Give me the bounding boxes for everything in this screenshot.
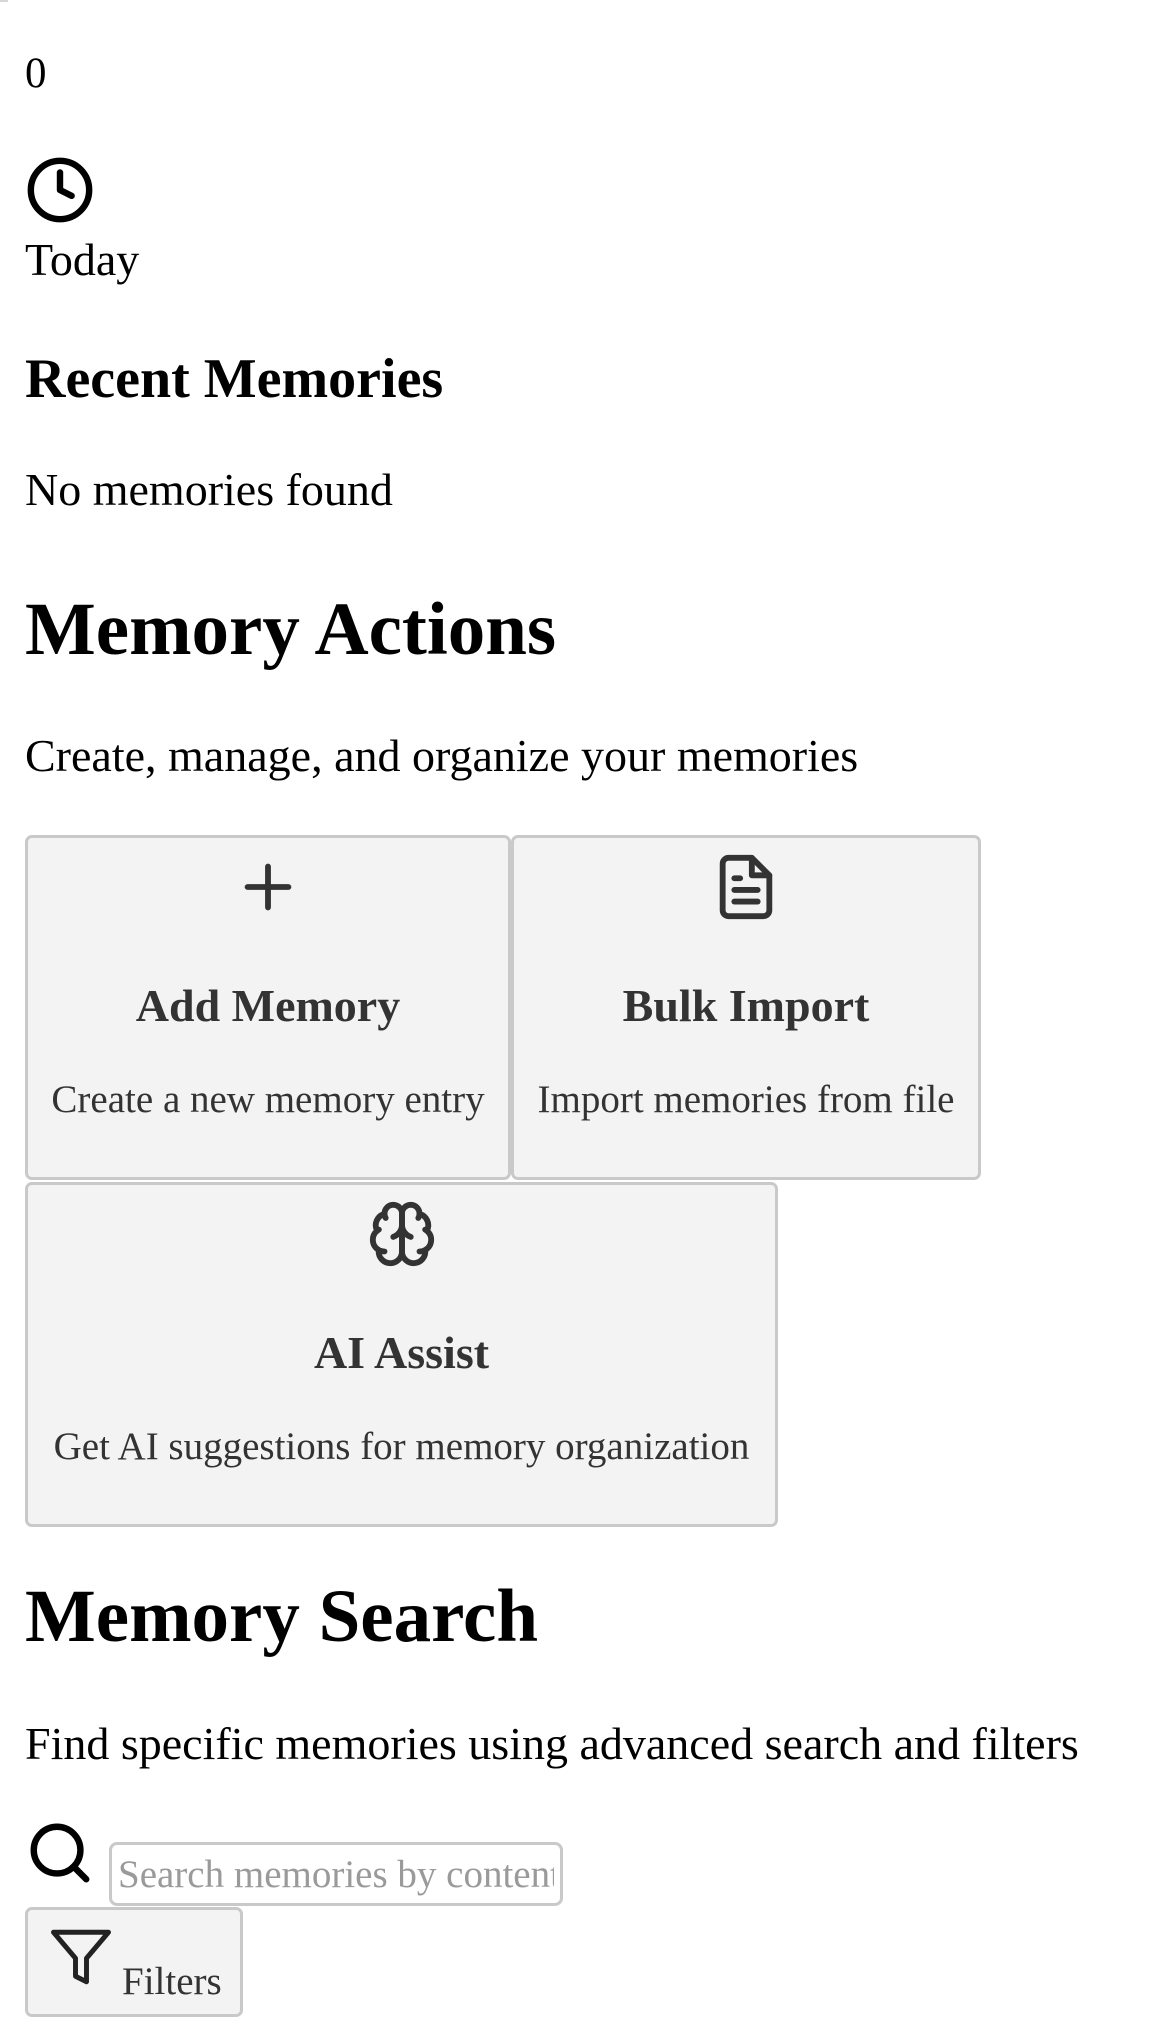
bulk-import-card[interactable]: Bulk Import Import memories from file [511, 835, 981, 1180]
plus-icon [244, 863, 292, 911]
add-memory-title: Add Memory [135, 980, 401, 1031]
memory-search-heading: Memory Search [25, 1575, 539, 1658]
stat-period-label: Today [25, 234, 140, 285]
memory-search-description: Find specific memories using advanced se… [25, 1718, 1079, 1769]
add-memory-card[interactable]: Add Memory Create a new memory entry [25, 835, 511, 1180]
memory-actions-description: Create, manage, and organize your memori… [25, 730, 859, 781]
add-memory-description: Create a new memory entry [51, 1078, 485, 1121]
stat-count: 0 [25, 50, 47, 97]
bulk-import-description: Import memories from file [537, 1078, 955, 1121]
memory-actions-heading: Memory Actions [25, 588, 557, 671]
search-input[interactable] [109, 1842, 563, 1906]
filter-icon [51, 1929, 111, 1985]
search-icon [30, 1823, 90, 1883]
clock-icon [27, 157, 93, 223]
filters-label: Filters [122, 1960, 222, 2003]
document-icon [719, 854, 773, 920]
brain-icon [369, 1201, 434, 1267]
filters-button[interactable]: Filters [25, 1907, 243, 2017]
ai-assist-title: AI Assist [313, 1327, 490, 1378]
empty-state-message: No memories found [25, 464, 393, 515]
ai-assist-description: Get AI suggestions for memory organizati… [53, 1425, 750, 1468]
recent-memories-heading: Recent Memories [25, 348, 444, 410]
ai-assist-card[interactable]: AI Assist Get AI suggestions for memory … [25, 1182, 778, 1527]
bulk-import-title: Bulk Import [622, 980, 870, 1031]
corner-divider [0, 0, 8, 2]
